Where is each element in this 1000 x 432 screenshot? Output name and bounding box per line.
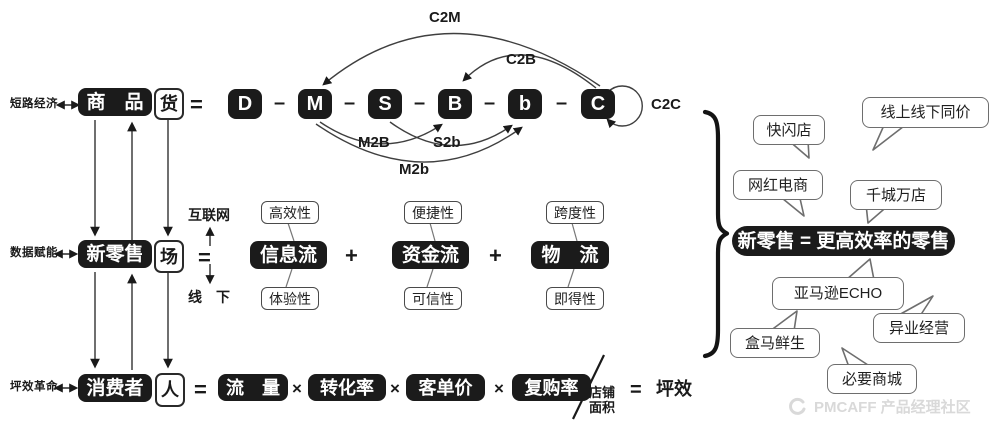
watermark-text: PMCAFF 产品经理社区 bbox=[814, 399, 971, 416]
info-flow-attr-links bbox=[285, 222, 295, 288]
chain-dash: – bbox=[344, 92, 356, 114]
times-sign: × bbox=[390, 379, 400, 398]
summary-statement-box: 新零售 = 更高效率的零售 bbox=[732, 226, 955, 256]
denominator-line1: 店铺 bbox=[589, 385, 616, 400]
goods-side-label: 短路经济 bbox=[10, 98, 58, 110]
consumer-equals-sign: = bbox=[194, 377, 207, 402]
watermark: PMCAFF 产品经理社区 bbox=[788, 396, 971, 417]
repurchase-rate-box: 复购率 bbox=[512, 374, 591, 401]
bubble-biyao-mall: 必要商城 bbox=[827, 364, 917, 394]
capital-flow-above-attr: 便捷性 bbox=[404, 201, 462, 224]
bubble-thousand-city-stores: 千城万店 bbox=[850, 180, 942, 210]
conversion-rate-box: 转化率 bbox=[308, 374, 386, 401]
relation-label-m2B: M2B bbox=[358, 134, 390, 151]
retail-side-label: 数据赋能 bbox=[10, 247, 58, 259]
capital-flow-box: 资金流 bbox=[392, 241, 469, 269]
swirl-logo-icon bbox=[789, 397, 806, 415]
arc-c2c-self-loop bbox=[606, 85, 643, 129]
plus-sign: + bbox=[489, 243, 502, 268]
plus-sign: + bbox=[345, 243, 358, 268]
offline-label: 线 下 bbox=[188, 289, 230, 305]
arc-c2m bbox=[322, 32, 601, 87]
relation-label-c2c: C2C bbox=[651, 96, 682, 113]
chain-letter-B: B bbox=[438, 89, 472, 119]
arc-m2b bbox=[315, 123, 523, 163]
bubble-same-price-online-offline: 线上线下同价 bbox=[862, 97, 989, 128]
goods-suffix-box: 货 bbox=[154, 88, 184, 120]
chain-dash: – bbox=[414, 92, 426, 114]
bubble-amazon-echo: 亚马逊ECHO bbox=[772, 277, 904, 310]
bubble-influencer-ecommerce: 网红电商 bbox=[733, 170, 823, 200]
retail-equals-sign: = bbox=[198, 245, 211, 270]
consumer-box: 消费者 bbox=[78, 374, 152, 402]
relation-label-c2b: C2B bbox=[506, 51, 537, 68]
consumer-side-label: 坪效革命 bbox=[10, 381, 58, 393]
arc-c2b bbox=[462, 54, 597, 89]
info-flow-box: 信息流 bbox=[250, 241, 327, 269]
bubble-cross-industry: 异业经营 bbox=[873, 313, 965, 343]
denominator-line2: 面积 bbox=[589, 400, 616, 415]
chain-letter-b: b bbox=[508, 89, 542, 119]
info-flow-below-attr: 体验性 bbox=[261, 287, 319, 310]
bubble-pop-up-store: 快闪店 bbox=[753, 115, 825, 145]
logistics-below-attr: 即得性 bbox=[546, 287, 604, 310]
capital-flow-below-attr: 可信性 bbox=[404, 287, 462, 310]
times-sign: × bbox=[292, 379, 302, 398]
result-label: 坪效 bbox=[656, 379, 692, 399]
summary-brace bbox=[702, 109, 730, 359]
retail-suffix-box: 场 bbox=[154, 240, 184, 273]
avg-order-value-box: 客单价 bbox=[406, 374, 485, 401]
relation-label-s2b: S2b bbox=[433, 134, 461, 151]
times-sign: × bbox=[494, 379, 504, 398]
retail-box: 新零售 bbox=[78, 240, 152, 268]
goods-equals-sign: = bbox=[190, 92, 203, 117]
relation-label-m2b: M2b bbox=[399, 161, 429, 178]
chain-letter-M: M bbox=[298, 89, 332, 119]
logistics-box: 物 流 bbox=[531, 241, 609, 269]
arc-m2B bbox=[319, 121, 443, 145]
chain-letter-S: S bbox=[368, 89, 402, 119]
logistics-above-attr: 跨度性 bbox=[546, 201, 604, 224]
arc-s2b bbox=[389, 121, 513, 147]
chain-dash: – bbox=[274, 92, 286, 114]
bubble-hema-fresh: 盒马鲜生 bbox=[730, 328, 820, 358]
result-equals-sign: = bbox=[630, 379, 642, 401]
chain-letter-C: C bbox=[581, 89, 615, 119]
goods-box: 商 品 bbox=[78, 88, 152, 116]
relation-label-c2m: C2M bbox=[429, 9, 461, 26]
online-label: 互联网 bbox=[188, 207, 230, 223]
chain-dash: – bbox=[484, 92, 496, 114]
chain-letter-D: D bbox=[228, 89, 262, 119]
traffic-box: 流 量 bbox=[218, 374, 288, 401]
capital-flow-attr-links bbox=[426, 222, 436, 288]
info-flow-above-attr: 高效性 bbox=[261, 201, 319, 224]
consumer-suffix-box: 人 bbox=[155, 373, 185, 407]
chain-dash: – bbox=[556, 92, 568, 114]
logistics-attr-links bbox=[567, 222, 578, 288]
